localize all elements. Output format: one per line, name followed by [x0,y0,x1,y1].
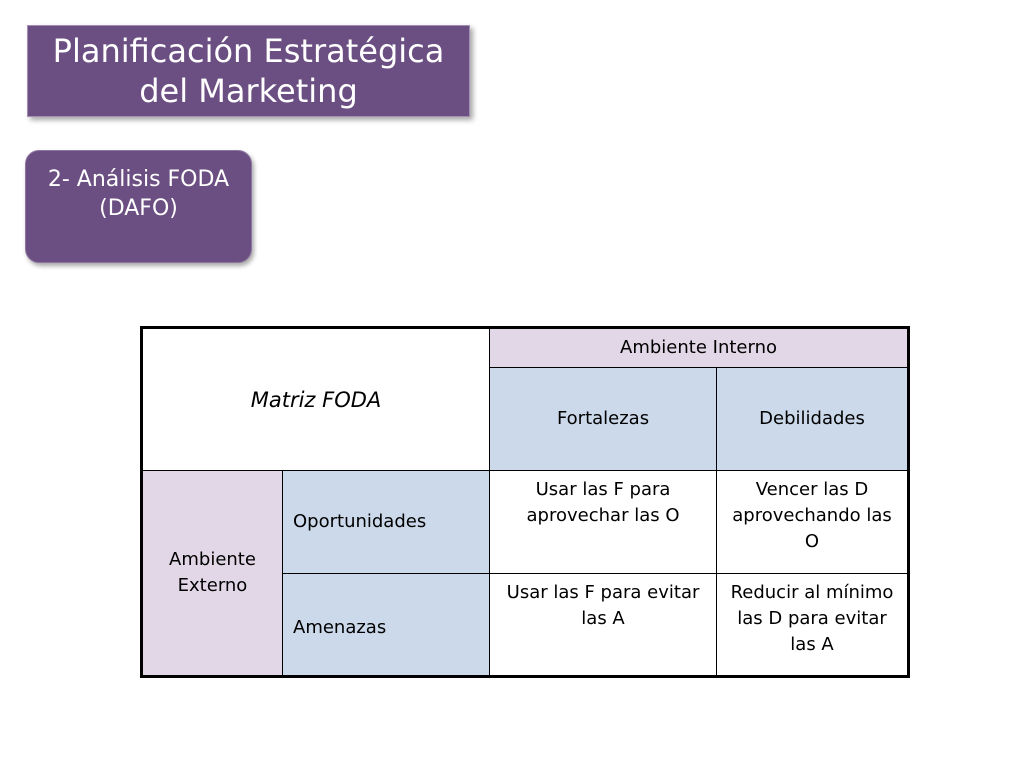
section-badge: 2- Análisis FODA (DAFO) [25,150,252,263]
column-header-fortalezas: Fortalezas [489,367,718,471]
external-environment-header: Ambiente Externo [141,470,283,677]
cell-fa-strategy: Usar las F para evitar las A [489,573,718,677]
row-header-oportunidades: Oportunidades [281,470,491,574]
slide-title: Planificación Estratégica del Marketing [27,25,470,117]
column-header-debilidades: Debilidades [716,367,910,471]
slide-title-text: Planificación Estratégica del Marketing [52,32,445,110]
matrix-corner-label: Matriz FODA [140,327,491,471]
internal-environment-header: Ambiente Interno [489,327,910,368]
foda-matrix-table: Matriz FODA Ambiente Interno Fortalezas … [140,326,911,678]
cell-do-strategy: Vencer las D aprovechando las O [716,470,910,574]
section-badge-text: 2- Análisis FODA (DAFO) [47,166,230,221]
cell-fo-strategy: Usar las F para aprovechar las O [489,470,718,574]
row-header-amenazas: Amenazas [281,573,491,677]
cell-da-strategy: Reducir al mínimo las D para evitar las … [716,573,910,677]
